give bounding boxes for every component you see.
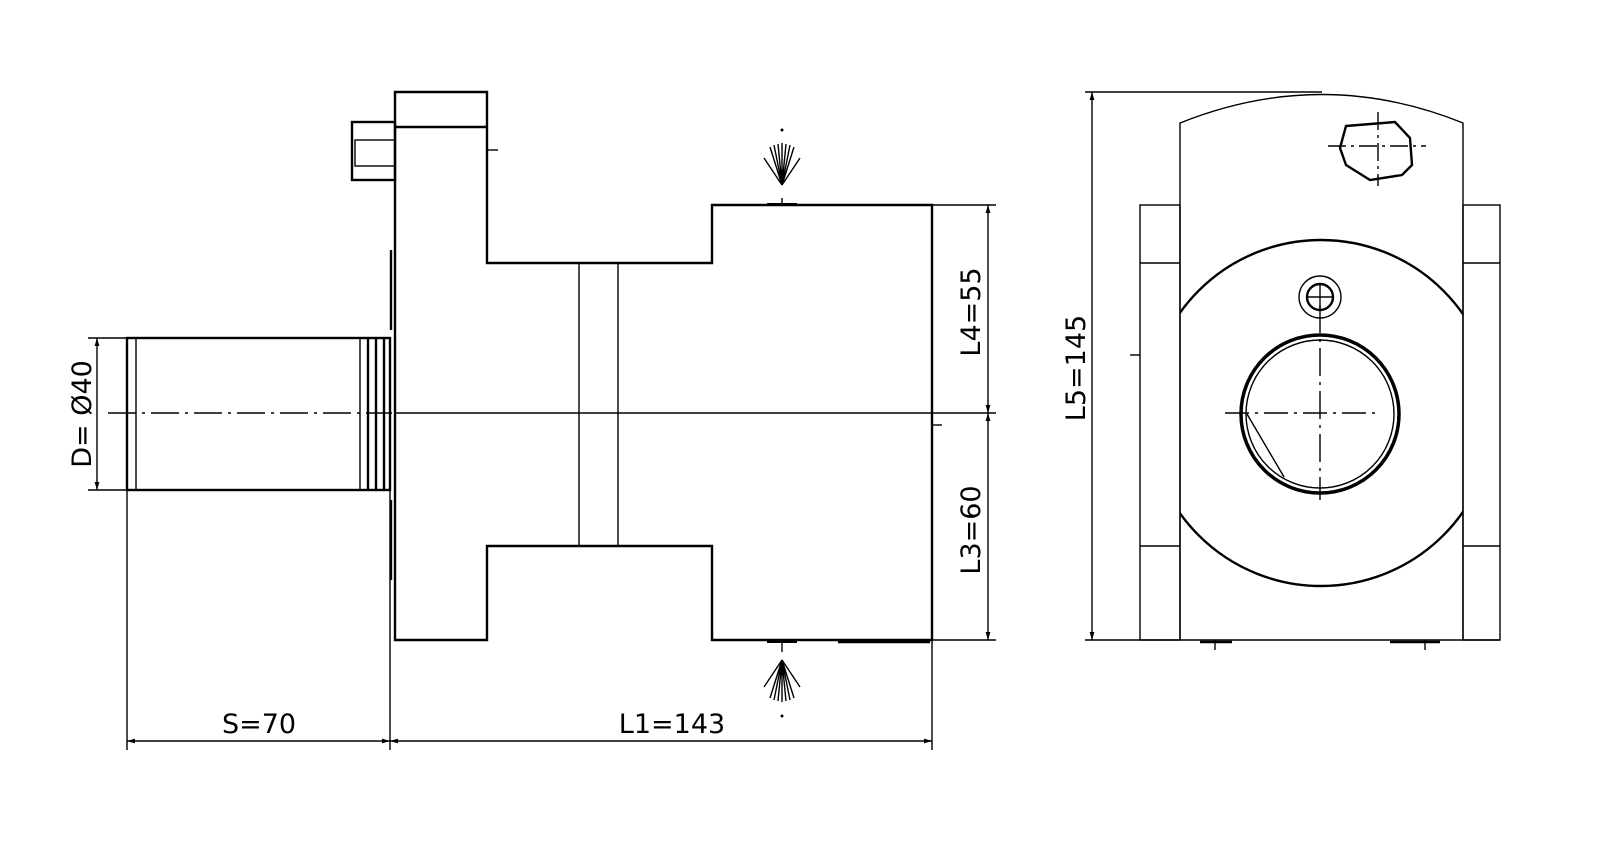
dimension-diameter: D= Ø40 [67,337,127,491]
coolant-nozzle-top-icon [763,128,801,206]
screw-symbol-icon [1298,275,1342,319]
front-view: L5=145 [1061,91,1501,650]
body-circle [1180,238,1463,588]
body-length-label: L1=143 [619,709,725,740]
dimension-s: S=70 [126,490,933,750]
bolt [350,120,397,182]
upper-height-label: L4=55 [956,267,987,356]
diameter-label: D= Ø40 [67,360,98,468]
shank-length-label: S=70 [222,709,296,740]
shank [108,336,392,492]
octagon-hole [1328,112,1426,186]
dimension-l4-l3: L4=55 L3=60 [932,204,996,641]
dimension-l5: L5=145 [1061,91,1500,641]
flange [389,90,942,644]
lower-height-label: L3=60 [956,485,987,574]
coolant-nozzle-bottom-icon [763,640,801,718]
bore [1225,305,1401,500]
total-height-label: L5=145 [1061,315,1092,421]
dimension-l1: L1=143 [390,709,932,744]
side-view: D= Ø40 S=70 L1=143 L4=55 L3=60 [67,90,996,750]
